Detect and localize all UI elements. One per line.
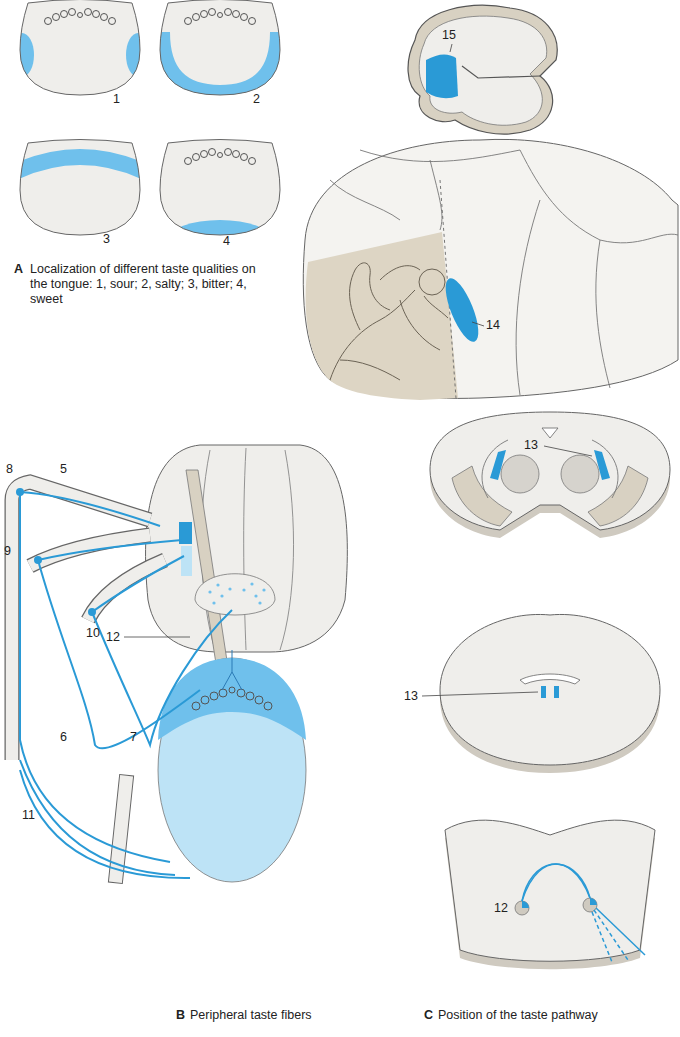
callout-number: B: [176, 1008, 185, 1023]
callout-number: 15: [442, 28, 456, 43]
callout-number: 4: [223, 234, 230, 249]
caption-text: Peripheral taste fibers: [190, 1008, 312, 1023]
callout-number: 14: [486, 318, 500, 333]
callout-number: 9: [4, 544, 11, 559]
callout-number: 13: [404, 689, 418, 704]
caption-text: Position of the taste pathway: [438, 1008, 598, 1023]
callout-number: 12: [106, 630, 120, 645]
callout-number: 5: [60, 462, 67, 477]
callout-number: 7: [130, 730, 137, 745]
callout-number: 2: [253, 92, 260, 107]
callout-number: C: [424, 1008, 433, 1023]
callout-number: 10: [86, 626, 100, 641]
callout-number: 13: [524, 438, 538, 453]
callout-number: 12: [494, 901, 508, 916]
callout-number: A: [14, 262, 23, 277]
callout-number: 6: [60, 730, 67, 745]
caption-text: Localization of different taste qualitie…: [30, 262, 262, 307]
callout-number: 1: [113, 92, 120, 107]
callout-number: 8: [6, 462, 13, 477]
callout-number: 11: [22, 808, 35, 823]
callout-number: 3: [103, 232, 110, 247]
